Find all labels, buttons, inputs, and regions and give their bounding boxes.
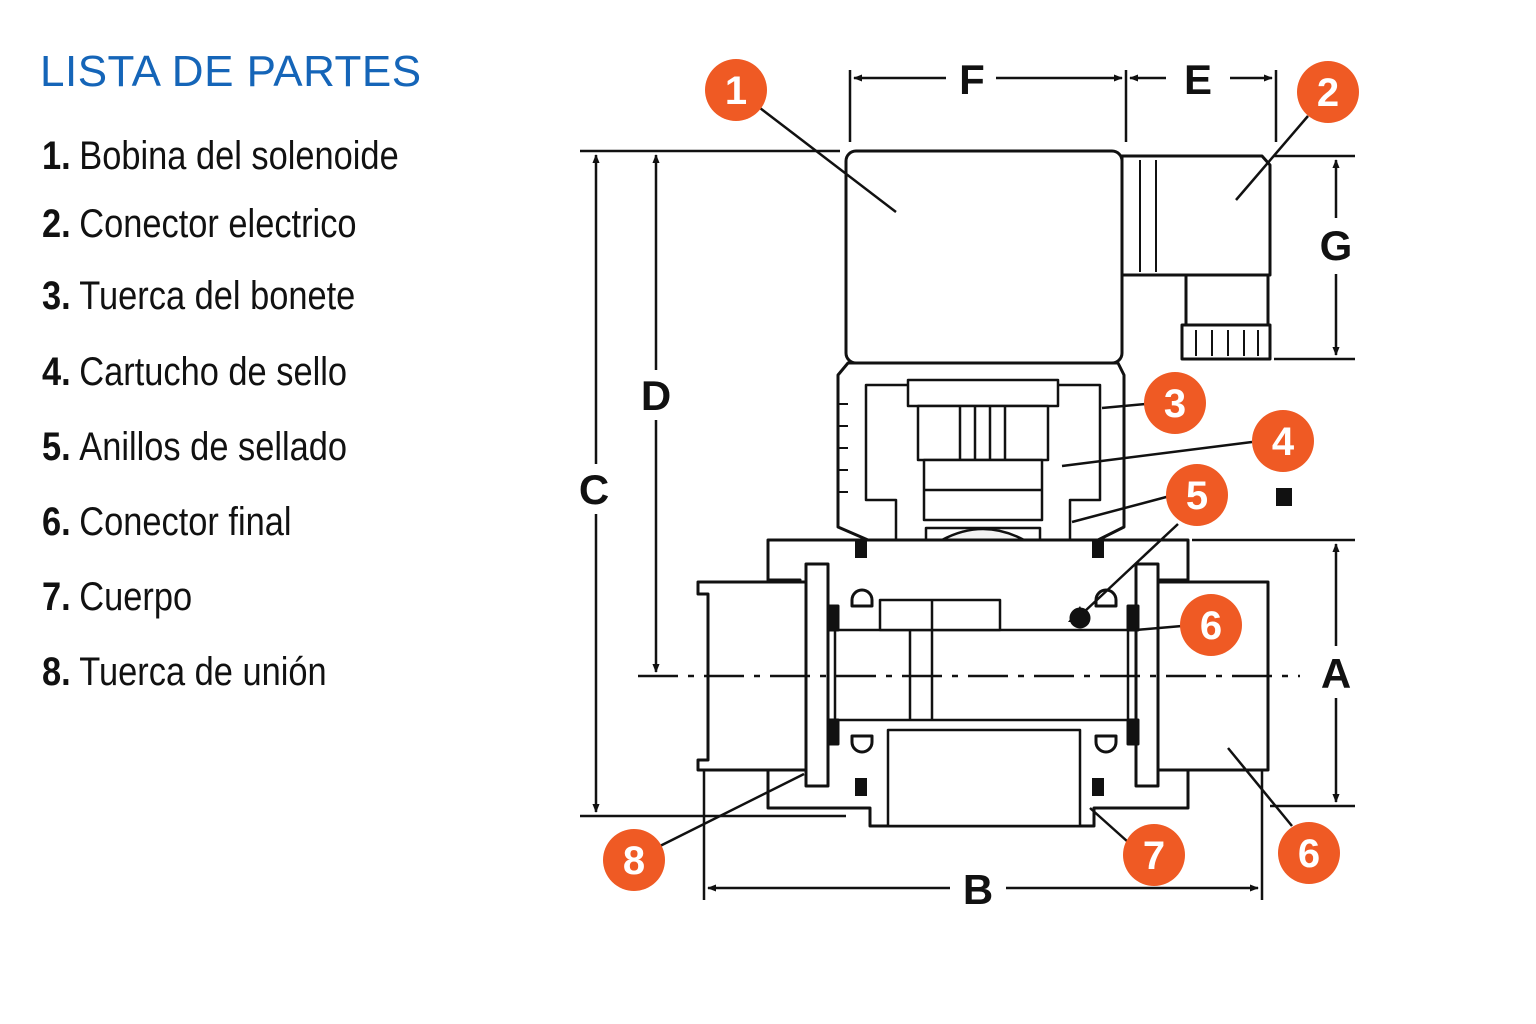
dimension-label-g: G bbox=[1320, 222, 1353, 269]
parts-list-number: 3. bbox=[42, 274, 71, 318]
parts-list-number: 4. bbox=[42, 350, 71, 394]
parts-list-panel: LISTA DE PARTES 1.Bobina del solenoide 2… bbox=[40, 40, 520, 694]
dimension-label-b: B bbox=[963, 866, 993, 913]
callout-8: 8 bbox=[603, 829, 665, 891]
callout-3: 3 bbox=[1144, 372, 1206, 434]
dimension-label-e: E bbox=[1184, 56, 1212, 103]
parts-list-label: Bobina del solenoide bbox=[79, 134, 399, 178]
dimension-label-c: C bbox=[579, 466, 609, 513]
callout-5-number: 5 bbox=[1186, 474, 1208, 518]
parts-list-number: 6. bbox=[42, 500, 71, 544]
callout-7: 7 bbox=[1123, 824, 1185, 886]
callout-1-number: 1 bbox=[725, 69, 747, 113]
callout-6-lower: 6 bbox=[1278, 822, 1340, 884]
parts-list-label: Tuerca de unión bbox=[79, 650, 327, 694]
parts-list-label: Cuerpo bbox=[79, 575, 193, 619]
callout-5: 5 bbox=[1166, 464, 1228, 526]
dimension-label-a: A bbox=[1321, 650, 1351, 697]
parts-list-label: Cartucho de sello bbox=[79, 350, 348, 394]
parts-list-number: 8. bbox=[42, 650, 71, 694]
parts-list-item-2: 2.Conector electrico bbox=[42, 202, 357, 247]
parts-list-item-6: 6.Conector final bbox=[42, 500, 292, 545]
parts-list-item-3: 3.Tuerca del bonete bbox=[42, 274, 355, 319]
parts-list-item-5: 5.Anillos de sellado bbox=[42, 425, 347, 470]
electrical-connector-shape bbox=[1120, 154, 1272, 361]
sealing-rings-shape bbox=[855, 540, 1104, 796]
callout-7-number: 7 bbox=[1143, 834, 1165, 878]
parts-list-item-1: 1.Bobina del solenoide bbox=[42, 134, 399, 179]
parts-list-number: 5. bbox=[42, 425, 71, 469]
parts-list-item-8: 8.Tuerca de unión bbox=[42, 650, 327, 695]
parts-list-label: Tuerca del bonete bbox=[79, 274, 356, 318]
parts-list-label: Anillos de sellado bbox=[79, 425, 348, 469]
callout-8-number: 8 bbox=[623, 839, 645, 883]
parts-list-item-7: 7.Cuerpo bbox=[42, 575, 192, 620]
parts-list-number: 7. bbox=[42, 575, 71, 619]
callout-1: 1 bbox=[705, 59, 767, 121]
callout-6-upper-number: 6 bbox=[1200, 604, 1222, 648]
callout-3-number: 3 bbox=[1164, 382, 1186, 426]
parts-list-label: Conector final bbox=[79, 500, 292, 544]
callout-leaders bbox=[659, 107, 1309, 848]
parts-list-title: LISTA DE PARTES bbox=[40, 47, 422, 96]
valve-drawing bbox=[638, 149, 1300, 828]
callout-2: 2 bbox=[1297, 61, 1359, 123]
parts-list-number: 1. bbox=[42, 134, 71, 178]
dimension-label-f: F bbox=[959, 56, 985, 103]
solenoid-coil-shape bbox=[844, 149, 1124, 365]
callout-2-number: 2 bbox=[1317, 71, 1339, 115]
dimension-label-d: D bbox=[641, 372, 671, 419]
parts-list-item-4: 4.Cartucho de sello bbox=[42, 350, 347, 395]
parts-list-number: 2. bbox=[42, 202, 71, 246]
callout-6-lower-number: 6 bbox=[1298, 832, 1320, 876]
parts-list-label: Conector electrico bbox=[79, 202, 357, 246]
callout-4: 4 bbox=[1252, 410, 1314, 472]
valve-body-shape bbox=[766, 538, 1190, 828]
callout-6-upper: 6 bbox=[1180, 594, 1242, 656]
callout-4-number: 4 bbox=[1272, 420, 1295, 464]
dimension-lines bbox=[580, 70, 1355, 900]
marker-square bbox=[1276, 488, 1292, 506]
